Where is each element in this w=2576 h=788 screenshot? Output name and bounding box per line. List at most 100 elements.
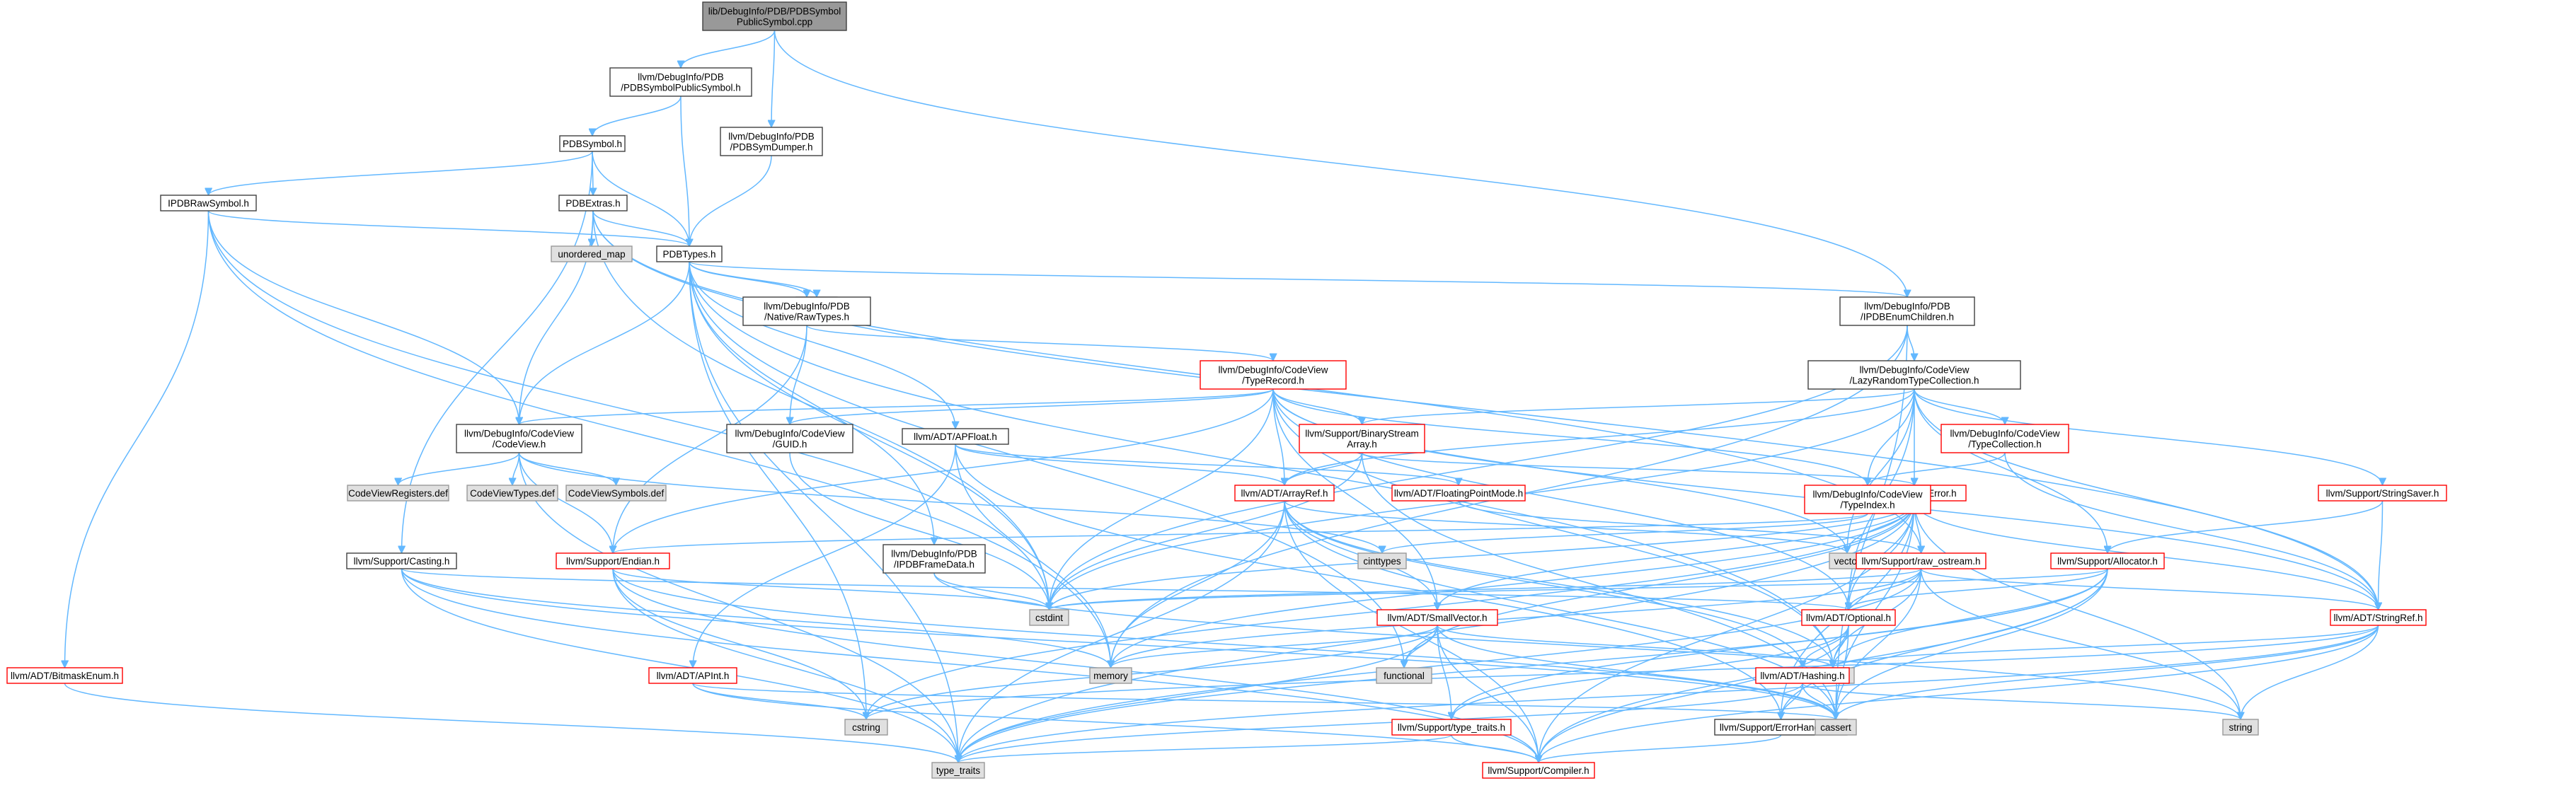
node-pdbtypes[interactable]: PDBTypes.h [656, 245, 723, 262]
node-box-endian [556, 552, 670, 569]
edge-arrayref-to-cassert [1284, 500, 1836, 719]
edge-stringref-to-cassert [1836, 625, 2379, 720]
node-casting[interactable]: llvm/Support/Casting.h [346, 552, 457, 569]
edge-allocator-to-cassert [1836, 568, 2108, 719]
node-label-fpmode-0: llvm/ADT/FloatingPointMode.h [1394, 488, 1523, 499]
node-nativeraw[interactable]: llvm/DebugInfo/PDB/Native/RawTypes.h [742, 296, 871, 326]
node-hashing[interactable]: llvm/ADT/Hashing.h [1755, 667, 1850, 684]
node-guid[interactable]: llvm/DebugInfo/CodeView/GUID.h [726, 424, 853, 453]
node-compiler[interactable]: llvm/Support/Compiler.h [1482, 762, 1595, 779]
edge-rawostream-to-stringref [1920, 568, 2379, 610]
node-label-optional-0: llvm/ADT/Optional.h [1806, 613, 1891, 623]
node-typetraitsllvm[interactable]: llvm/Support/type_traits.h [1391, 719, 1512, 736]
edge-stringsaver-to-allocator [2108, 500, 2384, 554]
node-box-cvtypes [466, 485, 558, 502]
edge-lazyrandom-to-stringref [1914, 388, 2379, 610]
edge-typerecord-to-smallvector [1272, 388, 1437, 610]
node-pdbsym[interactable]: PDBSymbol.h [559, 135, 626, 152]
edge-pdbtypes-to-functional [689, 261, 1404, 668]
node-bitmask[interactable]: llvm/ADT/BitmaskEnum.h [6, 667, 123, 684]
node-label-typerecord-0: llvm/DebugInfo/CodeView [1218, 365, 1328, 376]
edge-ipdbraw-to-bitmask [65, 210, 209, 668]
node-apint[interactable]: llvm/ADT/APInt.h [648, 667, 737, 684]
node-frame[interactable]: llvm/DebugInfo/PDB/IPDBFrameData.h [882, 544, 986, 574]
edge-nativeraw-to-endian [613, 325, 807, 553]
node-box-memory [1089, 667, 1132, 684]
node-arrayref[interactable]: llvm/ADT/ArrayRef.h [1234, 485, 1335, 502]
edge-pdbpub-to-pdbsym [592, 95, 682, 137]
node-label-frame-1: /IPDBFrameData.h [894, 560, 974, 570]
edge-typecollection-to-stringref [2004, 452, 2379, 610]
edge-supporterror-to-string [1914, 500, 2241, 719]
node-fpmode[interactable]: llvm/ADT/FloatingPointMode.h [1391, 485, 1526, 502]
edge-typerecord-to-optional [1272, 388, 1848, 610]
node-codeview[interactable]: llvm/DebugInfo/CodeView/CodeView.h [456, 424, 582, 453]
node-label-binarystream-1: Array.h [1347, 439, 1377, 450]
node-apfloat[interactable]: llvm/ADT/APFloat.h [902, 428, 1009, 445]
edge-ipdbraw-to-memory [207, 210, 1111, 668]
node-box-bitmask [6, 667, 123, 684]
edge-arrayref-to-hashing [1284, 500, 1802, 668]
node-typerecord[interactable]: llvm/DebugInfo/CodeView/TypeRecord.h [1200, 360, 1347, 390]
node-memory: memory [1089, 667, 1132, 684]
edge-codeview-to-endian [518, 452, 614, 553]
node-pdbextras[interactable]: PDBExtras.h [558, 195, 628, 212]
node-ipdbraw[interactable]: IPDBRawSymbol.h [160, 195, 257, 212]
edge-typerecord-to-typeindex [1272, 388, 1868, 486]
node-label-vector-0: vector [1834, 556, 1861, 567]
edge-typerecord-to-vector [1272, 388, 1847, 553]
node-label-pdbsym-0: PDBSymbol.h [563, 139, 622, 149]
node-box-type_traits [931, 762, 985, 779]
node-stringref[interactable]: llvm/ADT/StringRef.h [2330, 609, 2427, 626]
node-pdbpub[interactable]: llvm/DebugInfo/PDB/PDBSymbolPublicSymbol… [609, 67, 752, 97]
node-label-enumchildren-0: llvm/DebugInfo/PDB [1864, 301, 1950, 312]
edge-typeindex-to-endian [613, 513, 1868, 554]
edge-stringref-to-compiler [1539, 625, 2379, 763]
node-label-ipdbraw-0: IPDBRawSymbol.h [168, 198, 249, 209]
node-label-nativeraw-1: /Native/RawTypes.h [764, 312, 849, 323]
edge-arrayref-to-vector [1284, 500, 1847, 554]
edge-nativeraw-to-typerecord [806, 325, 1273, 361]
node-box-nativeraw [742, 296, 871, 326]
node-enumchildren[interactable]: llvm/DebugInfo/PDB/IPDBEnumChildren.h [1839, 296, 1975, 326]
node-typeindex[interactable]: llvm/DebugInfo/CodeView/TypeIndex.h [1804, 485, 1931, 514]
edge-binarystream-to-supporterror [1361, 452, 1915, 486]
edge-casting-to-cassert [401, 568, 1836, 719]
edge-typetraitsllvm-to-compiler [1451, 734, 1539, 763]
node-box-casting [346, 552, 457, 569]
node-box-cstring [844, 719, 888, 736]
node-label-pdbpub-1: /PDBSymbolPublicSymbol.h [621, 83, 741, 93]
node-cassert: cassert [1815, 719, 1857, 736]
node-symdumper[interactable]: llvm/DebugInfo/PDB/PDBSymDumper.h [720, 127, 823, 156]
node-box-root [702, 1, 847, 31]
node-label-symdumper-1: /PDBSymDumper.h [730, 142, 812, 153]
node-stringsaver[interactable]: llvm/Support/StringSaver.h [2318, 485, 2447, 502]
node-rawostream[interactable]: llvm/Support/raw_ostream.h [1856, 552, 1986, 569]
node-endian[interactable]: llvm/Support/Endian.h [556, 552, 670, 569]
node-box-hashing [1755, 667, 1850, 684]
node-label-apfloat-0: llvm/ADT/APFloat.h [914, 431, 997, 442]
edge-pdbextras-to-cstdint [592, 210, 1050, 610]
node-allocator[interactable]: llvm/Support/Allocator.h [2050, 552, 2165, 569]
node-lazyrandom[interactable]: llvm/DebugInfo/CodeView/LazyRandomTypeCo… [1807, 360, 2021, 390]
node-label-allocator-0: llvm/Support/Allocator.h [2057, 556, 2158, 567]
node-label-functional-0: functional [1384, 671, 1425, 681]
edge-binarystream-to-arrayref [1284, 452, 1363, 486]
node-typecollection[interactable]: llvm/DebugInfo/CodeView/TypeCollection.h [1940, 424, 2069, 453]
node-box-string [2222, 719, 2259, 736]
node-label-hashing-0: llvm/ADT/Hashing.h [1760, 671, 1844, 681]
edge-apfloat-to-memory [955, 444, 1111, 668]
edge-casting-to-memory [401, 568, 1111, 668]
node-box-frame [882, 544, 986, 574]
edge-root-to-enumchildren [774, 30, 1908, 297]
node-label-type_traits-0: type_traits [936, 765, 981, 776]
node-label-guid-0: llvm/DebugInfo/CodeView [735, 429, 844, 439]
node-optional[interactable]: llvm/ADT/Optional.h [1801, 609, 1896, 626]
node-smallvector[interactable]: llvm/ADT/SmallVector.h [1376, 609, 1498, 626]
edge-arrayref-to-compiler [1284, 500, 1539, 763]
node-box-apint [648, 667, 737, 684]
edge-rawostream-to-cstdint [1050, 568, 1922, 610]
edge-enumchildren-to-lazyrandom [1907, 325, 1914, 361]
node-box-cvregisters [347, 485, 449, 502]
